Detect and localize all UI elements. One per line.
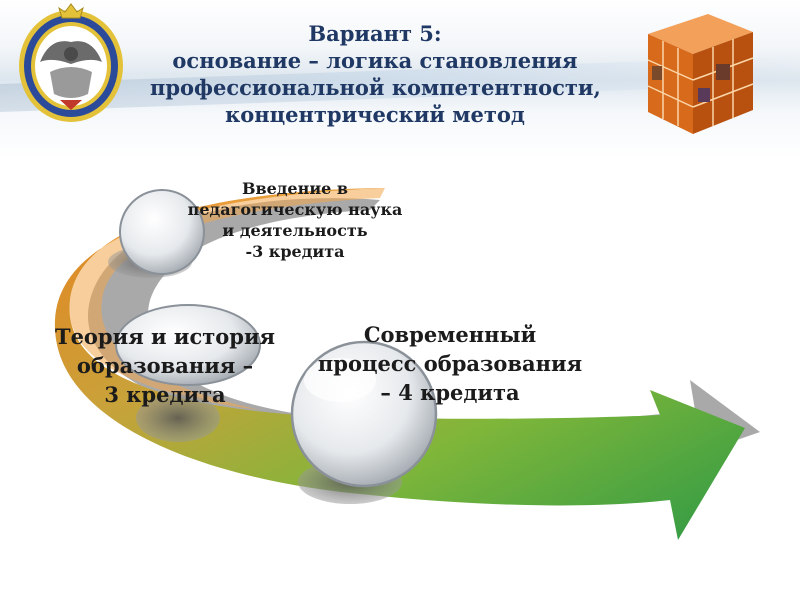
stage-line: процесс образования — [300, 349, 600, 378]
stage-line: – 4 кредита — [300, 378, 600, 407]
stage-line: образования – — [40, 351, 290, 380]
stage-line: 3 кредита — [40, 380, 290, 409]
stage-line: Современный — [300, 320, 600, 349]
title-line: профессиональной компетентности, — [150, 74, 600, 101]
stage-1-label: Введение в педагогическую наука и деятел… — [160, 178, 430, 262]
stage-line: Введение в — [160, 178, 430, 199]
title-line: Вариант 5: — [150, 20, 600, 47]
stage-2-label: Теория и история образования – 3 кредита — [40, 322, 290, 409]
stage-line: Теория и история — [40, 322, 290, 351]
slide-title: Вариант 5: основание – логика становлени… — [150, 20, 600, 128]
title-line: концентрический метод — [150, 101, 600, 128]
stage-3-label: Современный процесс образования – 4 кред… — [300, 320, 600, 407]
title-line: основание – логика становления — [150, 47, 600, 74]
stage-line: и деятельность — [160, 220, 430, 241]
stage-line: педагогическую наука — [160, 199, 430, 220]
photo-cube-icon — [628, 14, 758, 139]
university-seal-icon — [10, 2, 132, 124]
stage-line: -3 кредита — [160, 241, 430, 262]
